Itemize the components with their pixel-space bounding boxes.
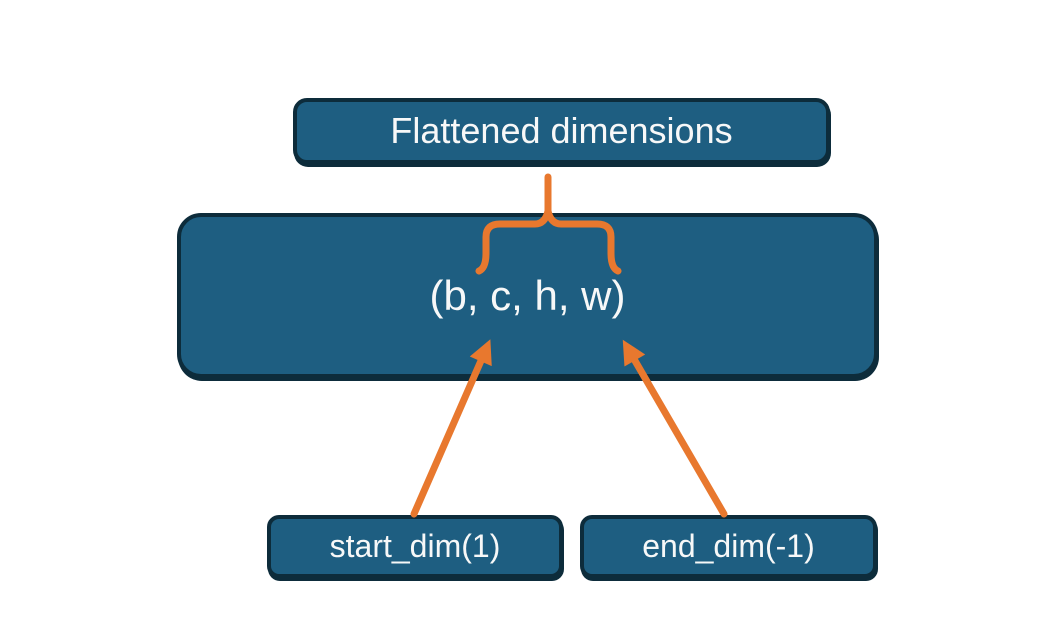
tensor-shape-box: (b, c, h, w): [177, 213, 878, 378]
flattened-dimensions-label: Flattened dimensions: [390, 110, 733, 151]
flattened-dimensions-box: Flattened dimensions: [293, 98, 830, 164]
start-dim-label: start_dim(1): [329, 528, 501, 564]
end-dim-box: end_dim(-1): [580, 515, 877, 578]
start-dim-box: start_dim(1): [267, 515, 563, 578]
tensor-shape-label: (b, c, h, w): [429, 271, 626, 319]
end-dim-label: end_dim(-1): [642, 528, 815, 564]
